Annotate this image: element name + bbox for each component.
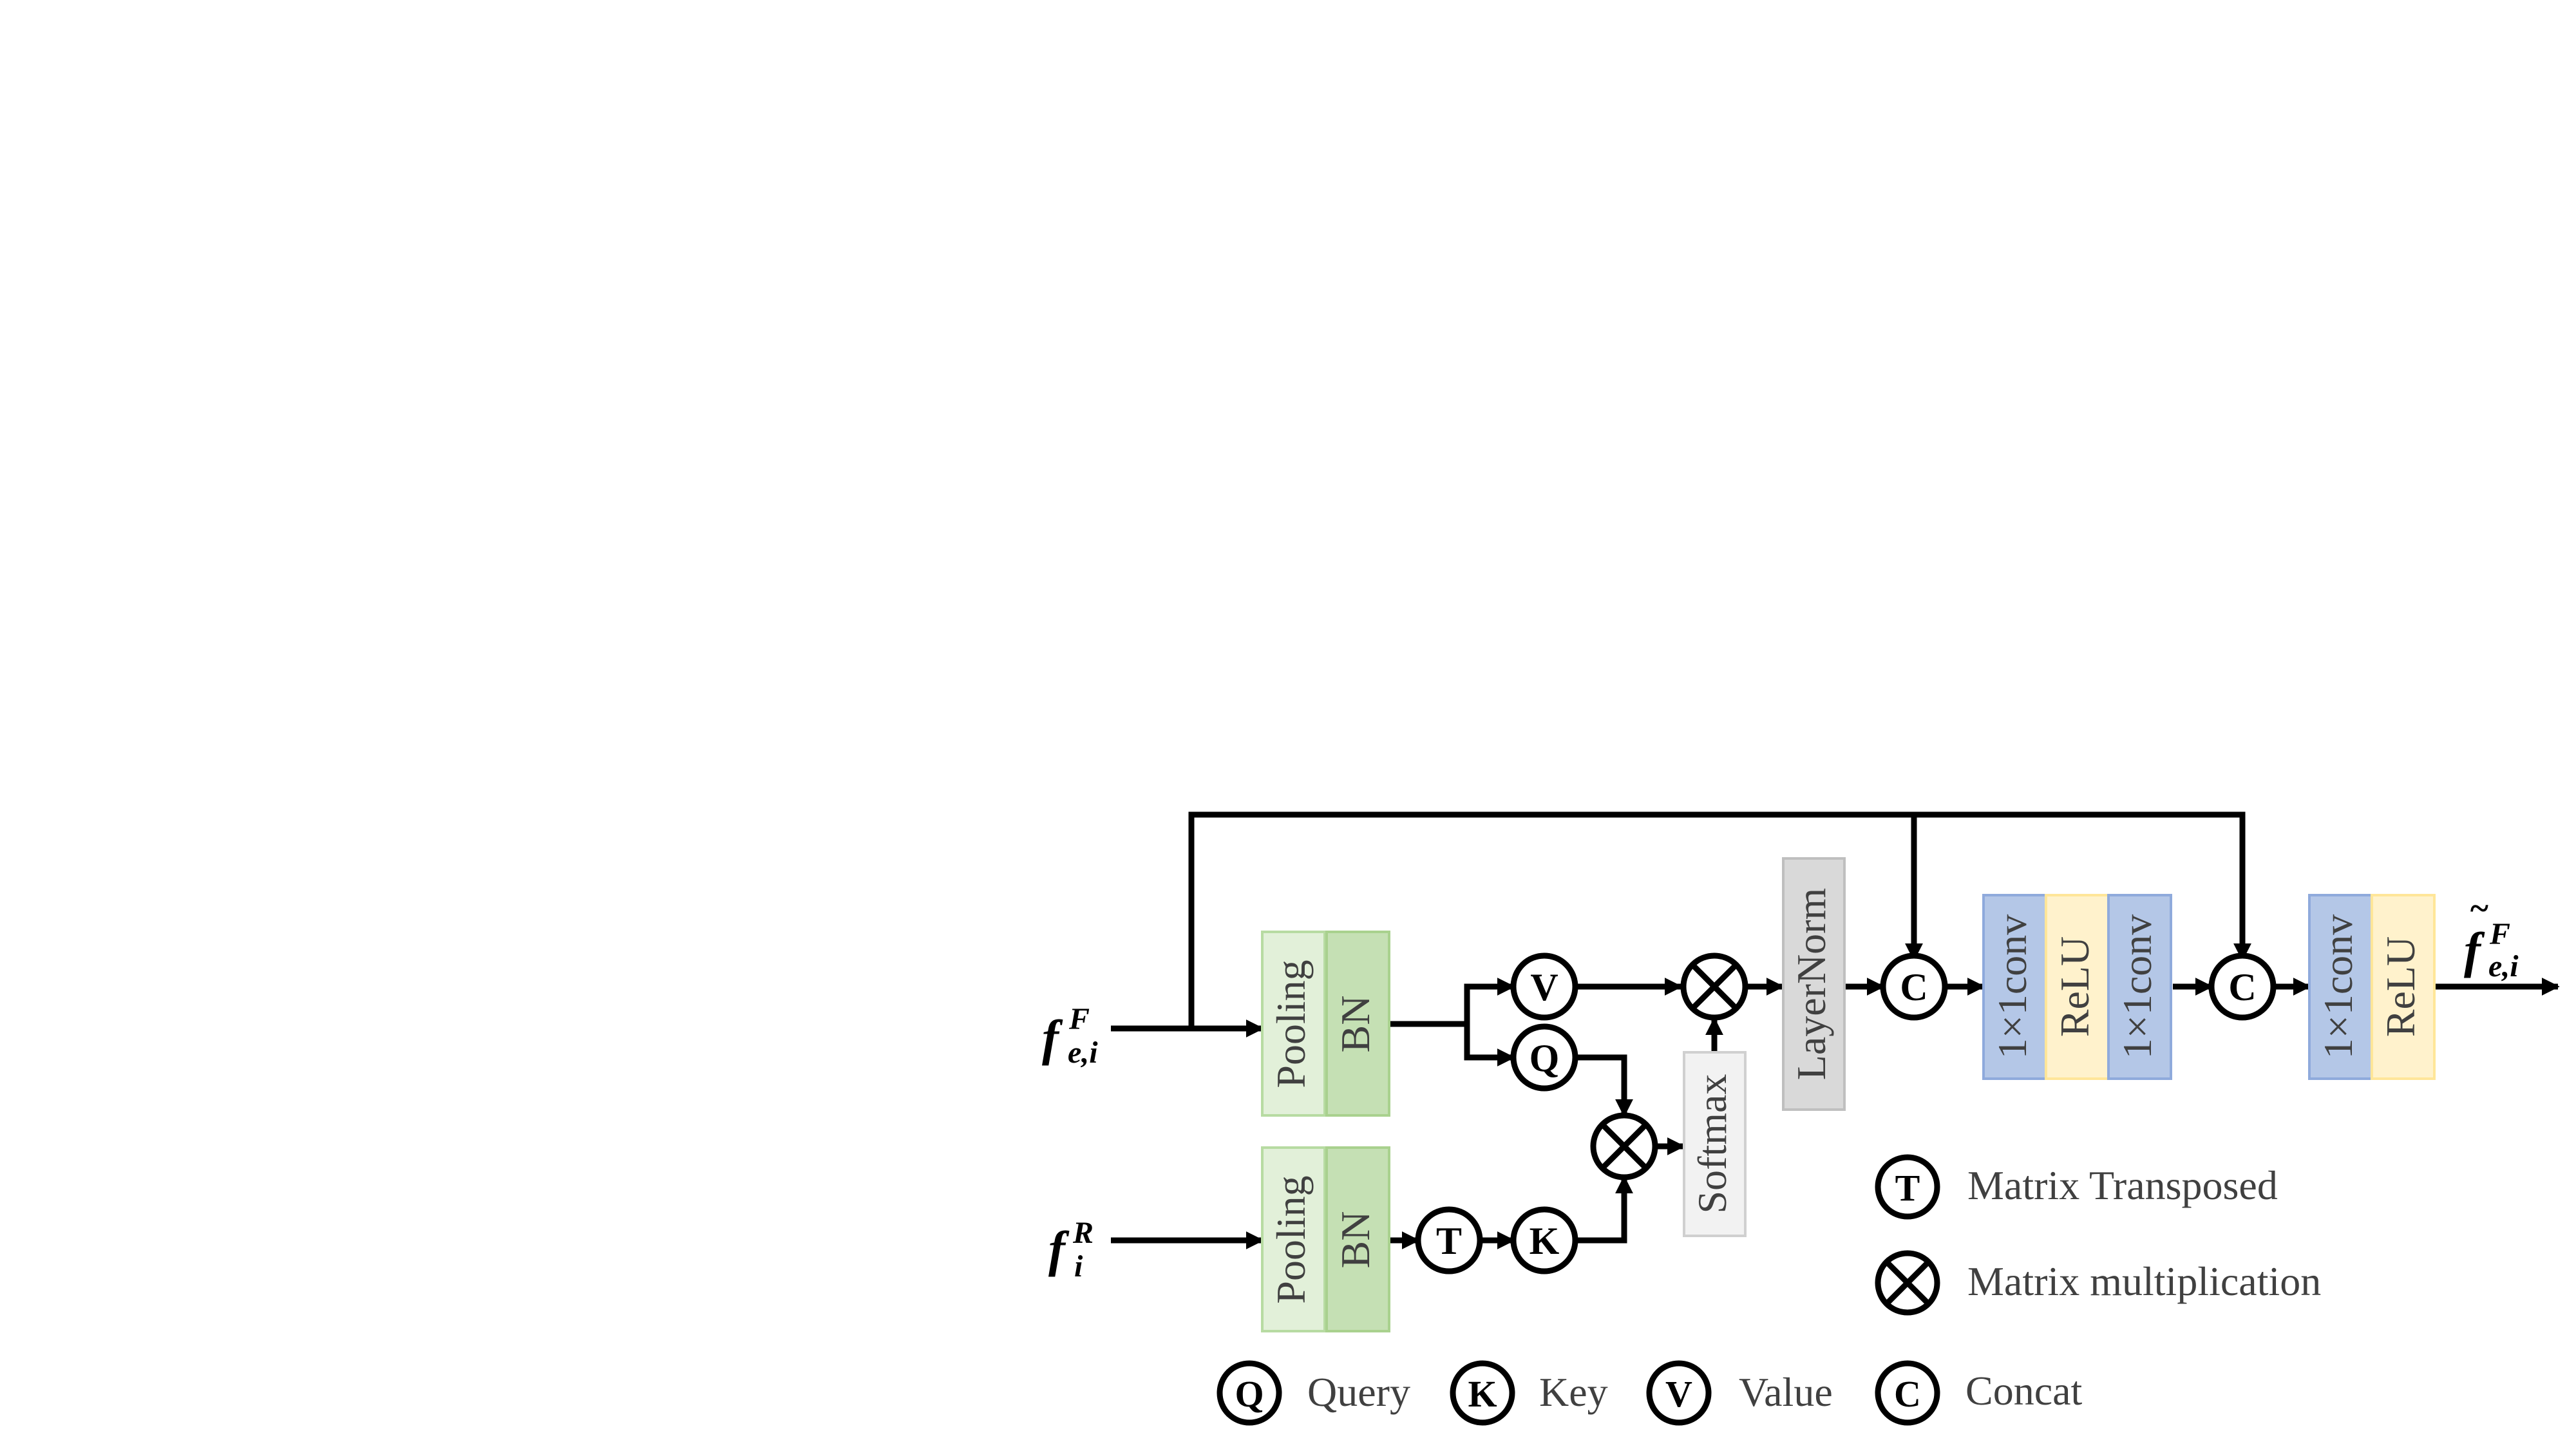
input-feature-label: f F e,i — [1042, 1002, 1098, 1070]
legend-key-symbol: K — [1468, 1373, 1497, 1415]
pooling-bottom-label: Pooling — [1268, 1175, 1314, 1303]
legend-query-symbol: Q — [1235, 1373, 1264, 1415]
k-to-mult — [1576, 1175, 1633, 1244]
legend-transposed-icon — [1875, 1154, 1940, 1220]
bn-top-block — [1325, 931, 1390, 1117]
key-letter: K — [1530, 1220, 1560, 1262]
connectors — [1111, 811, 2560, 1249]
transpose-operator — [1415, 1206, 1483, 1274]
svg-text:e,i: e,i — [1068, 1036, 1098, 1070]
relu1-label: ReLU — [2052, 936, 2098, 1037]
key-operator — [1510, 1206, 1578, 1274]
value-letter: V — [1530, 966, 1558, 1009]
legend-value-symbol: V — [1665, 1373, 1692, 1415]
concat2-operator — [2208, 952, 2277, 1021]
legend-concat-icon — [1875, 1360, 1940, 1426]
legend-key-icon — [1450, 1360, 1515, 1426]
output-label: ~ f F e,i — [2464, 889, 2519, 983]
split-to-q — [1464, 1024, 1515, 1066]
query-operator — [1510, 1023, 1578, 1092]
legend-query-label: Query — [1307, 1369, 1410, 1415]
softmax-label: Softmax — [1689, 1074, 1735, 1214]
pooling-bn-bottom: Pooling BN — [1261, 1146, 1390, 1332]
conv3-label: 1×1conv — [2315, 914, 2361, 1059]
softmax-group: Softmax — [1683, 1051, 1747, 1237]
conv-relu-final-group: 1×1conv ReLU — [2308, 894, 2436, 1080]
legend: T Matrix Transposed Matrix multiplicatio… — [1217, 1154, 2321, 1426]
skip-connection — [1188, 811, 2251, 1028]
q-to-mult — [1576, 1054, 1633, 1117]
bn-top-label: BN — [1332, 996, 1378, 1053]
svg-text:F: F — [1068, 1002, 1090, 1036]
legend-query-icon — [1217, 1360, 1282, 1426]
legend-value-label: Value — [1739, 1369, 1833, 1415]
conv2-label: 1×1conv — [2114, 914, 2160, 1059]
pooling-bottom-block — [1261, 1146, 1326, 1332]
pooling-bn-top: Pooling BN — [1261, 931, 1390, 1117]
layernorm-block — [1782, 857, 1846, 1111]
legend-concat-symbol: C — [1894, 1373, 1921, 1415]
svg-text:F: F — [2489, 917, 2510, 951]
split-to-v — [1464, 978, 1515, 1024]
relu2-block — [2371, 894, 2436, 1080]
svg-text:e,i: e,i — [2488, 949, 2519, 983]
svg-text:~: ~ — [2469, 889, 2489, 927]
softmax-block — [1683, 1051, 1747, 1237]
svg-text:f: f — [1042, 1010, 1063, 1066]
multiply-crosses — [1600, 962, 1739, 1171]
transpose-letter: T — [1436, 1220, 1462, 1262]
operator-letters: V Q T K C C — [1436, 966, 2257, 1262]
svg-text:f: f — [1048, 1221, 1070, 1277]
relu1-block — [2045, 894, 2110, 1080]
pooling-top-label: Pooling — [1268, 960, 1314, 1088]
legend-transposed-symbol: T — [1895, 1167, 1920, 1209]
value-operator — [1510, 952, 1578, 1021]
conv1-label: 1×1conv — [1989, 914, 2035, 1059]
svg-text:i: i — [1074, 1249, 1083, 1283]
svg-text:f: f — [2464, 922, 2485, 978]
layernorm-label: LayerNorm — [1788, 888, 1834, 1081]
concat1-letter: C — [1900, 966, 1927, 1009]
input-reference-label: f R i — [1048, 1216, 1094, 1283]
relu2-label: ReLU — [2378, 936, 2423, 1037]
legend-multiply-label: Matrix multiplication — [1967, 1258, 2321, 1304]
legend-value-icon — [1646, 1360, 1712, 1426]
conv2-block — [2107, 894, 2172, 1080]
concat2-letter: C — [2228, 966, 2256, 1009]
query-letter: Q — [1530, 1037, 1560, 1079]
legend-transposed-label: Matrix Transposed — [1967, 1162, 2278, 1208]
pooling-top-block — [1261, 931, 1326, 1117]
svg-text:R: R — [1072, 1216, 1094, 1250]
legend-concat-label: Concat — [1965, 1368, 2083, 1414]
conv3-block — [2308, 894, 2373, 1080]
bn-bottom-label: BN — [1332, 1211, 1378, 1269]
layernorm-group: LayerNorm — [1782, 857, 1846, 1111]
conv-relu-conv-group: 1×1conv ReLU 1×1conv — [1982, 894, 2172, 1080]
concat1-operator — [1880, 952, 1948, 1021]
bn-bottom-block — [1325, 1146, 1390, 1332]
legend-key-label: Key — [1539, 1369, 1608, 1415]
